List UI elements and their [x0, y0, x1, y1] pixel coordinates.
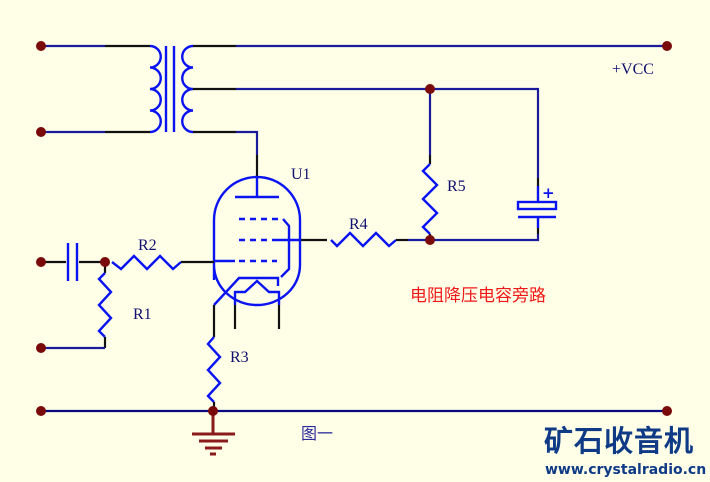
junction-r4-r5 [425, 235, 435, 245]
r1-label: R1 [133, 306, 152, 323]
junction-r1-r2 [100, 257, 110, 267]
watermark-url: www.crystalradio.cn [545, 462, 706, 478]
resistor-r2 [111, 254, 182, 271]
resistor-r4 [330, 231, 397, 248]
resistor-r5 [421, 163, 439, 235]
figure-caption: 图一 [301, 424, 333, 443]
r5-label: R5 [447, 178, 466, 195]
terminal-primary-top [36, 41, 46, 51]
terminal-vcc [662, 41, 672, 51]
tube-label: U1 [291, 166, 311, 183]
wire-to-plate [236, 130, 259, 155]
r2-label: R2 [138, 237, 157, 254]
tube-suppressor-link [280, 218, 291, 278]
terminal-input-2 [36, 343, 46, 353]
junction-r5-top [425, 84, 435, 94]
cap-positive-plate [516, 200, 558, 211]
r3-label: R3 [230, 349, 249, 366]
watermark-brand: 矿石收音机 [544, 424, 694, 458]
resistor-r3 [206, 336, 222, 403]
terminal-input-1 [36, 257, 46, 267]
vcc-label: +VCC [612, 61, 654, 78]
transformer [41, 44, 236, 134]
bypass-capacitor: + [516, 184, 558, 228]
tube-u1: U1 [212, 166, 311, 307]
terminal-ground-right [662, 406, 672, 416]
secondary-coil [181, 44, 194, 134]
wire-tap-to-cap [236, 87, 540, 178]
terminal-ground-left [36, 406, 46, 416]
terminal-primary-bottom [36, 127, 46, 137]
diagram-title: 电阻降压电容旁路 [410, 286, 546, 306]
wire-cap-to-r5 [430, 234, 540, 242]
primary-coil [149, 44, 162, 134]
tube-heater [233, 279, 281, 305]
tube-cathode [213, 276, 280, 306]
ground-icon [192, 411, 235, 456]
r4-label: R4 [349, 216, 368, 233]
resistor-r1 [97, 272, 113, 338]
junction-ground [208, 406, 218, 416]
cap-polarity-plus: + [542, 184, 555, 202]
